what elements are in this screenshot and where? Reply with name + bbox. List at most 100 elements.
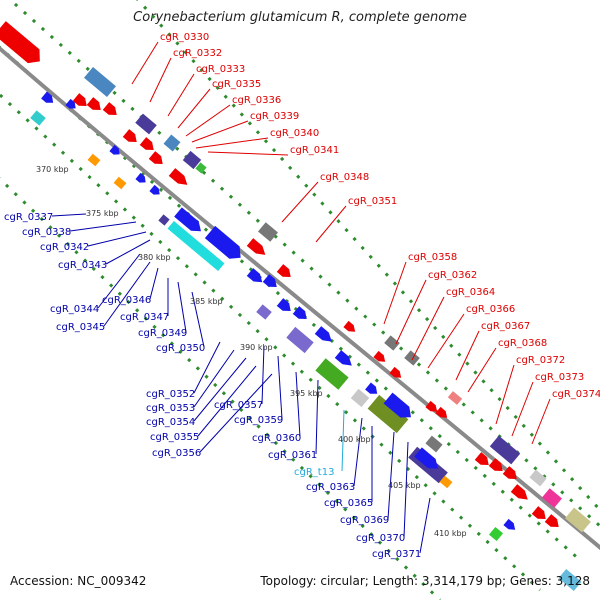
forward-gene-label: cgR_0368 (498, 338, 547, 349)
reverse-gene-label: cgR_0338 (22, 227, 71, 238)
reverse-gene-label: cgR_0345 (56, 322, 105, 333)
reverse-label-leader (387, 431, 395, 520)
forward-gene-arrow (139, 137, 154, 150)
reverse-label-leader (315, 379, 319, 455)
reverse-gene-label: cgR_0344 (50, 304, 99, 315)
forward-gene-arrow (510, 484, 528, 500)
forward-label-leader (383, 261, 407, 325)
forward-gene-arrow (148, 151, 163, 164)
reverse-gene-label: cgR_0369 (340, 515, 389, 526)
kbp-label: 410 kbp (434, 529, 467, 538)
reverse-gene-label: cgR_0354 (146, 417, 195, 428)
forward-label-leader (411, 296, 445, 361)
forward-gene-arrow (276, 264, 291, 277)
forward-gene-block (542, 488, 562, 508)
kbp-label: 380 kbp (138, 253, 171, 262)
reverse-label-leader (193, 349, 235, 408)
gene-labels: cgR_0330cgR_0332cgR_0333cgR_0335cgR_0336… (4, 32, 600, 560)
reverse-gene-block (256, 304, 272, 320)
reverse-label-leader (403, 441, 409, 538)
forward-gene-arrow (425, 400, 438, 412)
forward-label-leader (511, 381, 534, 437)
forward-gene-label: cgR_0336 (232, 95, 281, 106)
kbp-label: 400 kbp (338, 435, 371, 444)
forward-gene-block (404, 350, 420, 366)
reverse-label-leader (295, 371, 301, 438)
forward-gene-label: cgR_0374 (552, 389, 600, 400)
forward-gene-label: cgR_0341 (290, 145, 339, 156)
reverse-label-leader (191, 291, 205, 348)
reverse-label-leader (51, 213, 87, 217)
forward-gene-label: cgR_0358 (408, 252, 457, 263)
reverse-gene-label: cgR_0371 (372, 549, 421, 560)
reverse-gene-arrow (314, 326, 332, 342)
forward-label-leader (185, 104, 231, 137)
forward-gene-block (384, 335, 400, 351)
forward-gene-arrow (168, 168, 188, 185)
reverse-gene-block (350, 388, 370, 408)
kbp-label: 390 kbp (240, 343, 273, 352)
forward-label-leader (467, 347, 497, 393)
reverse-gene-label: cgR_0343 (58, 260, 107, 271)
tick-track (0, 177, 442, 600)
reverse-gene-label: cgR_0353 (146, 403, 195, 414)
reverse-gene-label: cgR_0342 (40, 242, 89, 253)
reverse-label-leader (103, 261, 151, 327)
reverse-label-leader (177, 281, 187, 333)
kbp-label: 405 kbp (388, 481, 421, 490)
forward-gene-label: cgR_0330 (160, 32, 209, 43)
reverse-gene-label: cgR_0359 (234, 415, 283, 426)
forward-label-leader (315, 205, 347, 243)
reverse-gene-label: cgR_0363 (306, 482, 355, 493)
reverse-gene-arrow (503, 518, 516, 530)
forward-gene-label: cgR_0373 (535, 372, 584, 383)
forward-label-leader (455, 330, 480, 381)
reverse-gene-block (425, 435, 443, 453)
reverse-gene-block (286, 326, 314, 354)
forward-label-leader (395, 279, 427, 345)
forward-gene-label: cgR_0372 (516, 355, 565, 366)
reverse-gene-arrow (246, 268, 263, 283)
kbp-label: 370 kbp (36, 165, 69, 174)
forward-label-leader (531, 398, 551, 445)
forward-gene-arrow (343, 320, 356, 332)
forward-gene-arrow (474, 452, 489, 465)
reverse-gene-arrow (204, 225, 241, 259)
reverse-gene-arrow (276, 298, 291, 311)
reverse-gene-block (113, 176, 127, 190)
forward-gene-arrow (373, 350, 386, 362)
reverse-gene-block (167, 220, 225, 272)
forward-gene-arrow (389, 366, 402, 378)
reverse-label-leader (261, 345, 265, 405)
kbp-label: 395 kbp (290, 389, 323, 398)
map-title: Corynebacterium glutamicum R, complete g… (133, 10, 467, 25)
accession-text: Accession: NC_009342 (10, 574, 147, 588)
forward-gene-block (84, 66, 116, 98)
forward-gene-block (565, 507, 591, 533)
reverse-label-leader (105, 239, 151, 265)
reverse-gene-label: cgR_t13 (294, 467, 334, 478)
forward-label-leader (149, 57, 172, 103)
topology-text: Topology: circular; Length: 3,314,179 bp… (260, 574, 590, 588)
reverse-gene-label: cgR_0347 (120, 312, 169, 323)
forward-gene-label: cgR_0366 (466, 304, 515, 315)
reverse-gene-label: cgR_0357 (214, 400, 263, 411)
reverse-gene-label: cgR_0361 (268, 450, 317, 461)
reverse-gene-label: cgR_0355 (150, 432, 199, 443)
forward-label-leader (177, 88, 211, 129)
reverse-label-leader (341, 409, 345, 472)
reverse-gene-block (439, 475, 453, 489)
reverse-gene-arrow (383, 392, 411, 418)
forward-gene-block (489, 435, 521, 465)
reverse-gene-block (558, 568, 582, 592)
reverse-gene-block (488, 526, 504, 542)
forward-gene-arrow (122, 129, 137, 142)
kbp-label: 385 kbp (190, 297, 223, 306)
forward-gene-label: cgR_0340 (270, 128, 319, 139)
forward-gene-block (529, 469, 547, 487)
reverse-gene-label: cgR_0337 (4, 212, 53, 223)
forward-label-leader (131, 41, 159, 85)
forward-label-leader (167, 73, 195, 117)
reverse-gene-arrow (149, 184, 160, 195)
